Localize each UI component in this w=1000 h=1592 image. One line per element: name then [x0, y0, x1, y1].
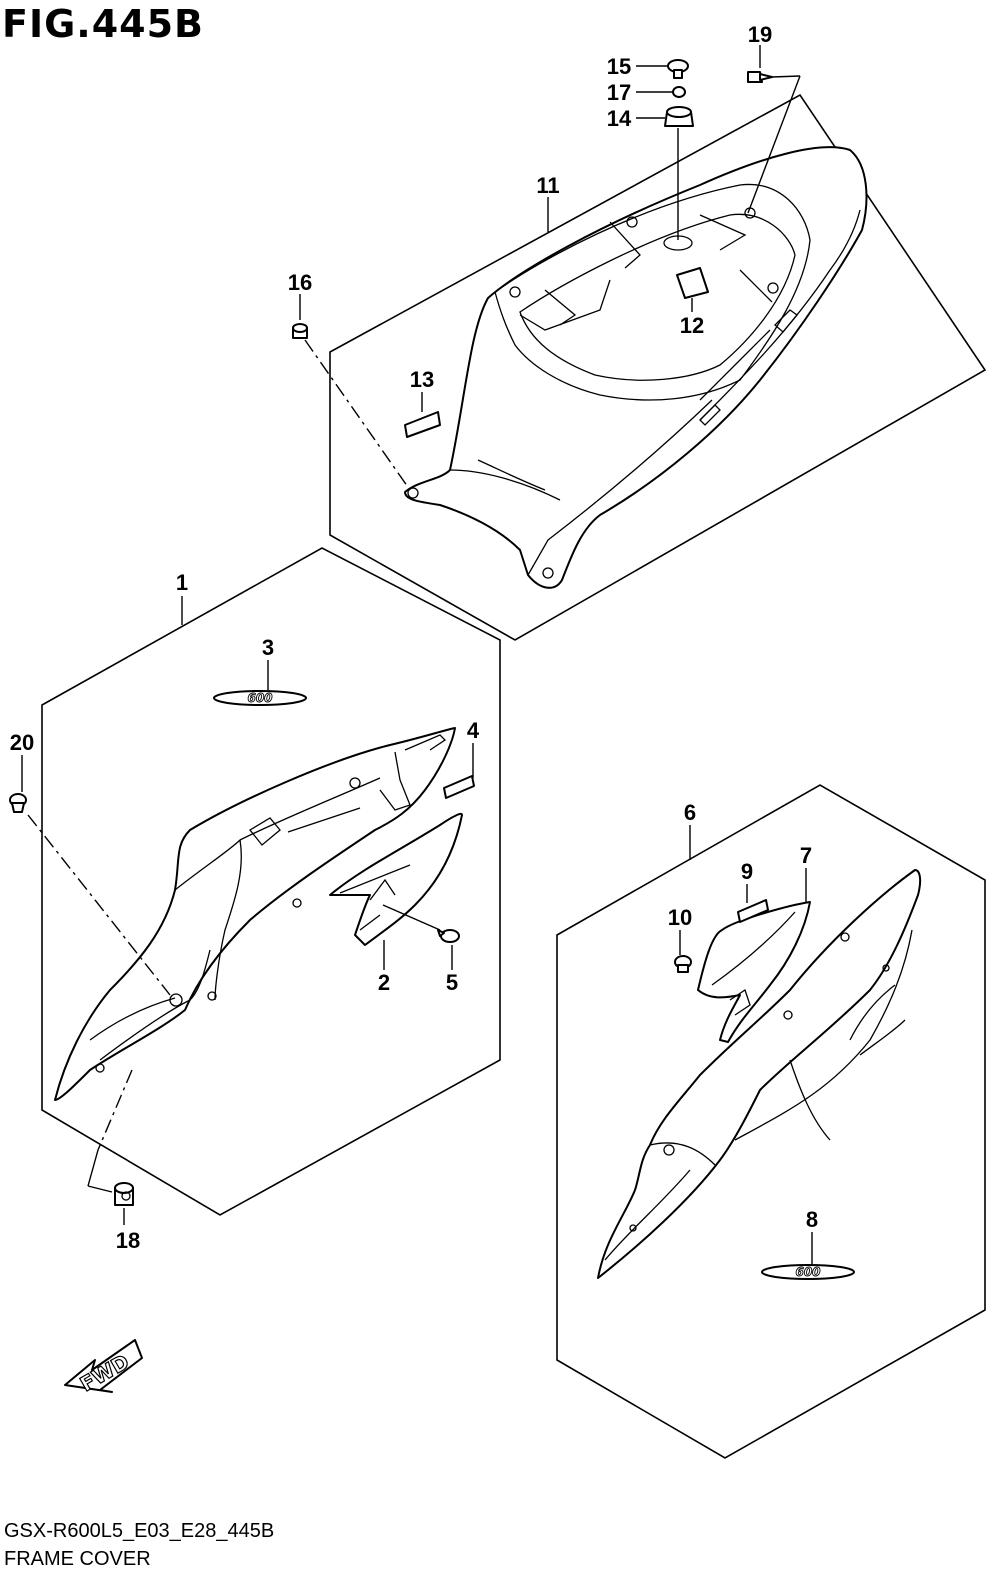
part-20-bolt[interactable] — [9, 793, 27, 813]
part-6-frame-cover-right[interactable] — [597, 869, 922, 1279]
callout-8: 8 — [806, 1207, 818, 1232]
part-12-caution-label[interactable] — [676, 267, 709, 299]
part-8-emblem-600-right[interactable]: 600 — [761, 1264, 855, 1280]
callout-1: 1 — [176, 570, 188, 595]
part-19-clip[interactable] — [747, 71, 773, 83]
part-4-label[interactable] — [443, 775, 475, 799]
part-18-cushion[interactable] — [114, 1182, 134, 1206]
callout-6: 6 — [684, 800, 696, 825]
callout-2: 2 — [378, 970, 390, 995]
forward-direction-arrow-icon: FWD — [64, 1339, 143, 1397]
callout-3: 3 — [262, 635, 274, 660]
callout-12: 12 — [680, 313, 704, 338]
callout-14: 14 — [607, 106, 632, 131]
part-14-cushion[interactable] — [664, 106, 694, 127]
callout-11: 11 — [536, 173, 559, 198]
part-1-frame-cover-left[interactable] — [54, 727, 456, 1101]
part-5-screw[interactable] — [437, 929, 460, 943]
callout-16: 16 — [288, 270, 312, 295]
model-code: GSX-R600L5_E03_E28_445B — [4, 1520, 275, 1542]
group-box-right-cover — [556, 784, 986, 1459]
callout-19: 19 — [748, 22, 772, 47]
callout-9: 9 — [741, 859, 753, 884]
part-11-seat-tail-cover[interactable] — [404, 146, 868, 589]
figure-name: FRAME COVER — [4, 1548, 151, 1570]
part-9-label[interactable] — [737, 899, 769, 923]
part-7-frame-cover-inner-right[interactable] — [697, 901, 811, 1043]
callout-4: 4 — [467, 718, 480, 743]
callout-5: 5 — [446, 970, 458, 995]
part-10-screw[interactable] — [674, 955, 692, 973]
part-16-bolt[interactable] — [292, 323, 308, 339]
callout-18: 18 — [116, 1228, 140, 1253]
callout-17: 17 — [607, 80, 631, 105]
callout-20: 20 — [10, 730, 34, 755]
part-3-emblem-600-left[interactable]: 600 — [213, 690, 307, 706]
part-2-frame-cover-inner[interactable] — [329, 812, 463, 946]
part-17-collar[interactable] — [672, 86, 686, 98]
figure-title: FIG.445B — [2, 2, 205, 46]
callout-13: 13 — [410, 367, 434, 392]
group-box-tail-cover — [329, 93, 987, 641]
emblem-text-left: 600 — [247, 691, 272, 705]
group-box-left-cover — [41, 547, 501, 1216]
callout-10: 10 — [668, 905, 692, 930]
callout-7: 7 — [800, 843, 812, 868]
part-15-screw[interactable] — [667, 59, 689, 79]
part-13-label[interactable] — [404, 411, 441, 438]
fwd-label: FWD — [76, 1349, 133, 1396]
callout-15: 15 — [607, 54, 631, 79]
emblem-text-right: 600 — [795, 1265, 820, 1279]
